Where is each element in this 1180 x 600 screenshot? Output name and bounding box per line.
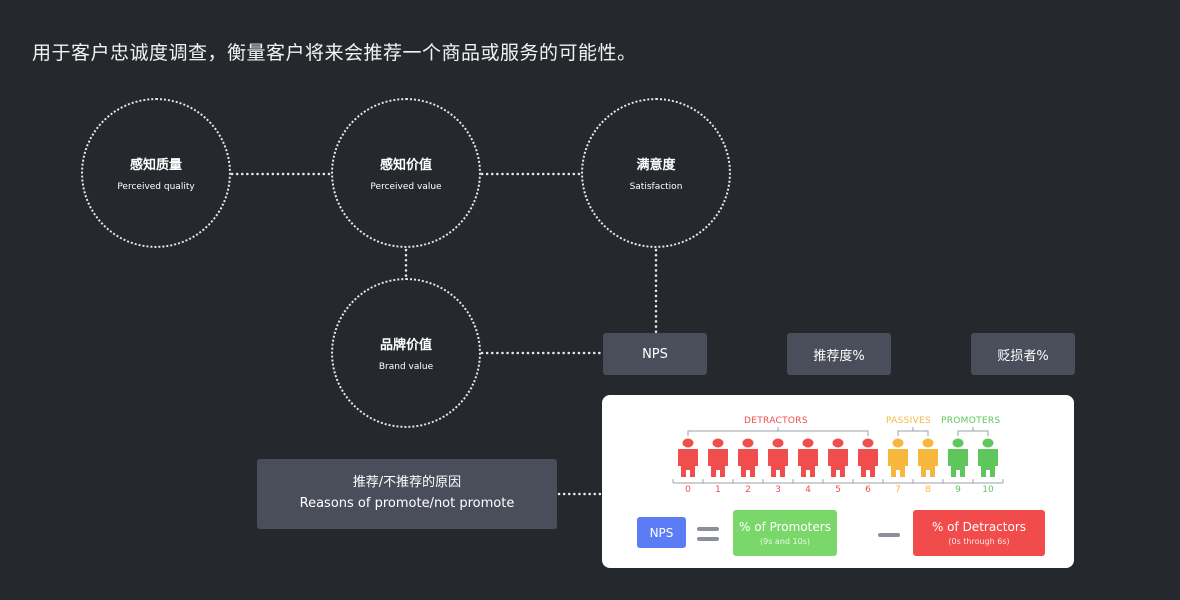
scale-axis: [672, 479, 1004, 484]
circle-title: 满意度: [636, 158, 676, 173]
group-label-promoters: PROMOTERS: [941, 416, 1001, 426]
headline: 用于客户忠诚度调查，衡量客户将来会推荐一个商品或服务的可能性。: [32, 42, 637, 64]
person-icon: [918, 438, 938, 477]
tick-label: 6: [865, 485, 871, 495]
circle-satisfaction: 满意度 Satisfaction: [581, 98, 731, 248]
formula-detractors-sub: (0s through 6s): [948, 537, 1010, 546]
tick-label: 8: [925, 485, 931, 495]
circle-title: 感知质量: [129, 158, 182, 173]
person-icon: [888, 438, 908, 477]
group-bracket: [957, 427, 989, 436]
formula-detractors: % of Detractors (0s through 6s): [913, 510, 1045, 556]
formula-nps: NPS: [637, 517, 686, 548]
equals-icon: [697, 527, 719, 541]
minus-icon: [878, 533, 900, 537]
nps-box: NPS: [603, 333, 707, 375]
tick-label: 5: [835, 485, 841, 495]
formula-detractors-label: % of Detractors: [931, 520, 1027, 534]
group-bracket: [687, 427, 869, 436]
person-icon: [678, 438, 698, 477]
group-label-detractors: DETRACTORS: [744, 416, 808, 426]
person-icon: [828, 438, 848, 477]
formula-nps-label: NPS: [649, 525, 674, 540]
circle-brand-value: 品牌价值 Brand value: [331, 278, 481, 428]
circle-subtitle: Perceived value: [370, 182, 442, 192]
person-icon: [708, 438, 728, 477]
circle-subtitle: Brand value: [378, 362, 434, 372]
reasons-en: Reasons of promote/not promote: [299, 496, 515, 511]
tick-label: 2: [745, 485, 751, 495]
tick-label: 10: [982, 485, 994, 495]
formula-promoters-sub: (9s and 10s): [760, 537, 810, 546]
circle-title: 感知价值: [379, 158, 432, 173]
tick-label: 4: [805, 485, 811, 495]
person-icon: [738, 438, 758, 477]
circle-subtitle: Perceived quality: [117, 182, 195, 192]
circle-perceived-value: 感知价值 Perceived value: [331, 98, 481, 248]
reasons-cn: 推荐/不推荐的原因: [352, 475, 462, 491]
tick-label: 3: [775, 485, 781, 495]
formula-promoters: % of Promoters (9s and 10s): [733, 510, 837, 556]
reasons-box: 推荐/不推荐的原因 Reasons of promote/not promote: [257, 459, 557, 529]
group-label-passives: PASSIVES: [886, 416, 932, 426]
person-icon: [948, 438, 968, 477]
promote-pct-box: 推荐度%: [787, 333, 891, 375]
circle-subtitle: Satisfaction: [629, 182, 683, 192]
people-scale: [672, 427, 1004, 484]
circle-title: 品牌价值: [379, 338, 432, 353]
tick-label: 7: [895, 485, 901, 495]
nps-card: DETRACTORS PASSIVES PROMOTERS 0 1 2 3 4 5 6 7 8 9…: [602, 395, 1074, 568]
tick-label: 0: [685, 485, 691, 495]
formula-promoters-label: % of Promoters: [739, 520, 831, 534]
person-icon: [768, 438, 788, 477]
person-icon: [978, 438, 998, 477]
tick-label: 1: [715, 485, 721, 495]
tick-label: 9: [955, 485, 961, 495]
person-icon: [798, 438, 818, 477]
detract-pct-box: 贬损者%: [971, 333, 1075, 375]
group-bracket: [897, 427, 929, 436]
person-icon: [858, 438, 878, 477]
circle-perceived-quality: 感知质量 Perceived quality: [81, 98, 231, 248]
